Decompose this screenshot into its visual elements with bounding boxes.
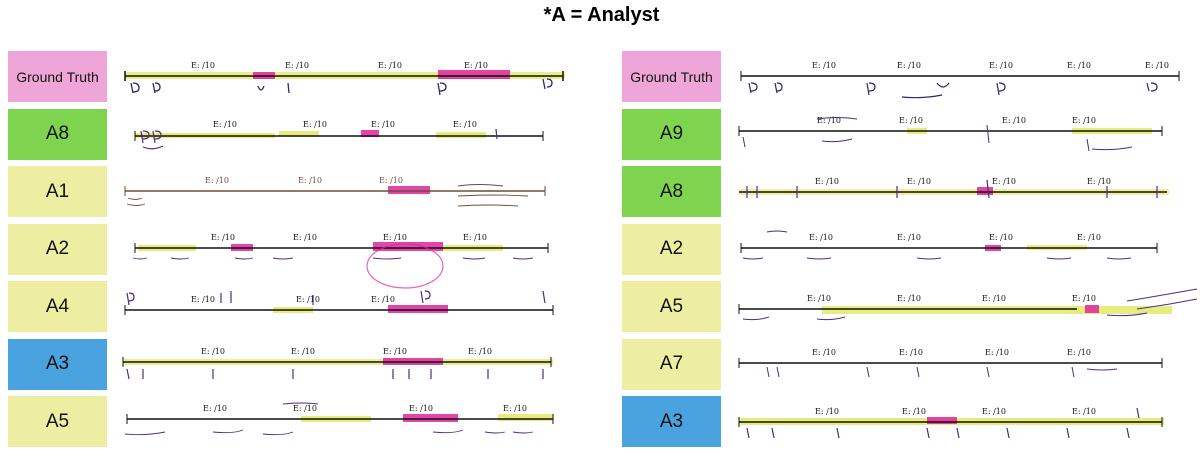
- segment-mark: E: /10: [285, 61, 309, 70]
- segment-mark: E: /10: [293, 404, 317, 413]
- segment-mark: E: /10: [1072, 294, 1096, 303]
- segment-mark: E: /10: [213, 120, 237, 129]
- segment-mark: E: /10: [293, 233, 317, 242]
- row-label: A3: [8, 338, 107, 390]
- timeline-a5-left: E: /10 E: /10 E: /10 E: /10: [124, 402, 554, 436]
- segment-mark: E: /10: [303, 120, 327, 129]
- segment-mark: E: /10: [1002, 116, 1026, 125]
- segment-mark: E: /10: [378, 61, 402, 70]
- timeline-a4-left: E: /10 E: /10 E: /10: [124, 290, 554, 315]
- segment-mark: E: /10: [902, 407, 926, 416]
- segment-mark: E: /10: [907, 177, 931, 186]
- segment-mark: E: /10: [379, 176, 403, 185]
- segment-mark: E: /10: [371, 295, 395, 304]
- segment-mark: E: /10: [203, 404, 227, 413]
- segment-mark: E: /10: [812, 348, 836, 357]
- segment-mark: E: /10: [383, 233, 407, 242]
- timeline-a8-right: E: /10 E: /10 E: /10 E: /10: [739, 177, 1169, 199]
- segment-mark: E: /10: [992, 177, 1016, 186]
- segment-mark: E: /10: [812, 61, 836, 70]
- row-label: Ground Truth: [8, 51, 107, 102]
- segment-mark: E: /10: [899, 116, 923, 125]
- segment-mark: E: /10: [1072, 407, 1096, 416]
- row-label: A8: [622, 166, 721, 217]
- row-label: A2: [622, 223, 721, 275]
- row-label: A7: [622, 338, 721, 390]
- timeline-a2-right: E: /10 E: /10 E: /10 E: /10: [740, 230, 1158, 259]
- segment-mark: E: /10: [1067, 348, 1091, 357]
- segment-mark: E: /10: [296, 295, 320, 304]
- timeline-a1-left: E: /10 E: /10 E: /10: [124, 176, 546, 207]
- segment-mark: E: /10: [817, 116, 841, 125]
- timeline-a7-right: E: /10 E: /10 E: /10 E: /10: [738, 348, 1163, 377]
- row-label: A3: [622, 396, 721, 447]
- timeline-a3-right: E: /10 E: /10 E: /10 E: /10: [738, 407, 1164, 439]
- segment-mark: E: /10: [989, 233, 1013, 242]
- timeline-a3-left: E: /10 E: /10 E: /10 E: /10: [122, 347, 553, 379]
- segment-mark: E: /10: [982, 407, 1006, 416]
- segment-mark: E: /10: [1077, 233, 1101, 242]
- row-label: A1: [8, 166, 107, 217]
- segment-mark: E: /10: [897, 61, 921, 70]
- row-label: A9: [622, 108, 721, 160]
- segment-mark: E: /10: [1072, 116, 1096, 125]
- segment-mark: E: /10: [463, 233, 487, 242]
- segment-mark: E: /10: [1087, 177, 1111, 186]
- segment-mark: E: /10: [897, 233, 921, 242]
- timeline-a5-right: E: /10 E: /10 E: /10 E: /10: [738, 288, 1198, 321]
- timeline-a2-left: E: /10 E: /10 E: /10 E: /10: [132, 233, 549, 289]
- segment-mark: E: /10: [897, 294, 921, 303]
- figure-title: *A = Analyst: [543, 4, 660, 26]
- segment-mark: E: /10: [1067, 61, 1091, 70]
- segment-mark: E: /10: [985, 348, 1009, 357]
- segment-mark: E: /10: [982, 294, 1006, 303]
- timeline-a9-right: E: /10 E: /10 E: /10 E: /10: [738, 116, 1163, 151]
- segment-mark: E: /10: [409, 404, 433, 413]
- segment-mark: E: /10: [201, 347, 225, 356]
- row-label: A8: [8, 108, 107, 160]
- segment-mark: E: /10: [298, 176, 322, 185]
- segment-mark: E: /10: [191, 295, 215, 304]
- row-label: Ground Truth: [622, 51, 721, 102]
- row-label: A4: [8, 281, 107, 332]
- segment-mark: E: /10: [1145, 61, 1169, 70]
- segment-mark: E: /10: [899, 348, 923, 357]
- segment-mark: E: /10: [383, 347, 407, 356]
- segment-mark: E: /10: [809, 233, 833, 242]
- row-label: A5: [622, 281, 721, 332]
- row-label: A5: [8, 396, 107, 447]
- segment-mark: E: /10: [191, 61, 215, 70]
- segment-mark: E: /10: [468, 347, 492, 356]
- segment-mark: E: /10: [371, 120, 395, 129]
- timeline-ground-truth-right: E: /10 E: /10 E: /10 E: /10 E: /10: [740, 61, 1180, 99]
- segment-mark: E: /10: [503, 404, 527, 413]
- segment-mark: E: /10: [453, 120, 477, 129]
- timeline-a8-left: E: /10 E: /10 E: /10 E: /10: [134, 120, 544, 149]
- segment-mark: E: /10: [211, 233, 235, 242]
- segment-mark: E: /10: [989, 61, 1013, 70]
- segment-mark: E: /10: [291, 347, 315, 356]
- segment-mark: E: /10: [815, 177, 839, 186]
- segment-mark: E: /10: [205, 176, 229, 185]
- row-label: A2: [8, 223, 107, 275]
- highlight-pink: [438, 70, 510, 79]
- segment-mark: E: /10: [464, 61, 488, 70]
- timeline-ground-truth-left: E: /10 E: /10 E: /10 E: /10: [124, 61, 565, 96]
- segment-mark: E: /10: [807, 294, 831, 303]
- segment-mark: E: /10: [815, 407, 839, 416]
